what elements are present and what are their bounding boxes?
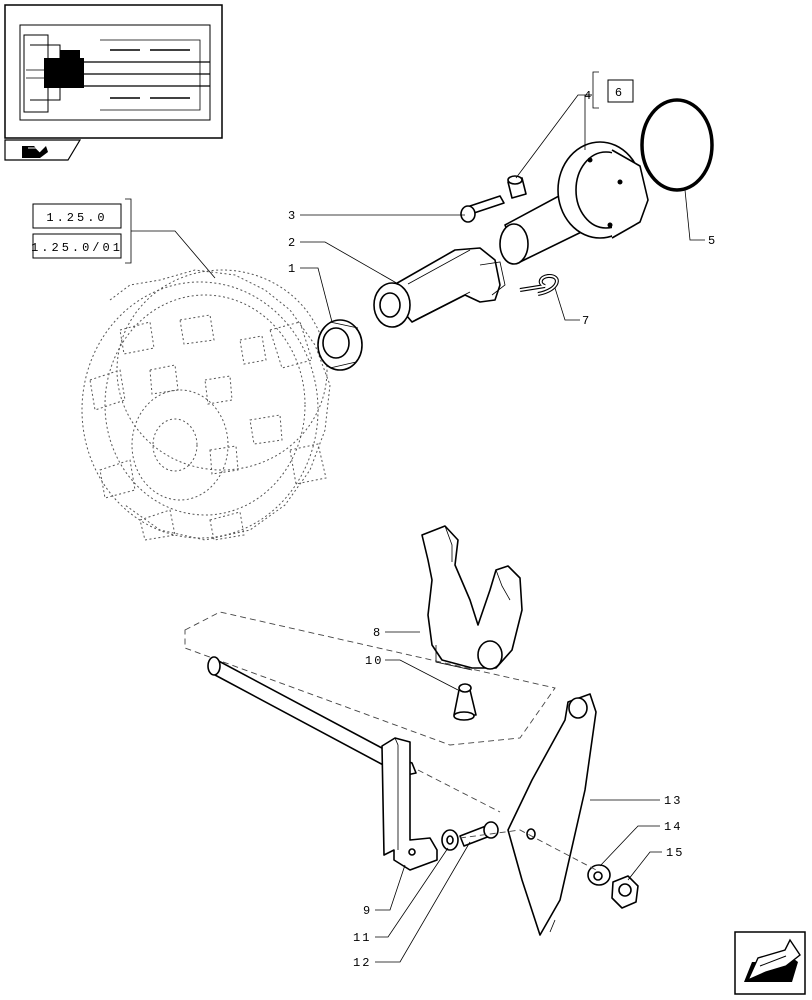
callout-15[interactable]: 15: [666, 846, 684, 860]
callout-13[interactable]: 13: [664, 794, 682, 808]
assembly-axis-line: [417, 769, 601, 873]
assembly-thumbnail[interactable]: [4, 4, 223, 139]
part-4-dowel-pin[interactable]: [507, 175, 527, 199]
reference-group-b: 6: [592, 71, 634, 109]
callout-8[interactable]: 8: [373, 626, 382, 640]
previous-page-arrow-icon: [22, 146, 48, 158]
reference-group-a: 1.25.0 1.25.0/01: [31, 198, 216, 279]
folder-arrow-button[interactable]: [734, 931, 806, 995]
part-2-bearing-sleeve[interactable]: [373, 247, 506, 328]
part-15-nut[interactable]: [611, 875, 639, 909]
part-9-lever[interactable]: [381, 737, 438, 871]
previous-page-button[interactable]: [4, 139, 82, 161]
part-8-release-fork[interactable]: [421, 525, 523, 671]
callout-3[interactable]: 3: [288, 209, 297, 223]
assembly-thumbnail-icon: [19, 24, 211, 121]
part-14-washer[interactable]: [587, 864, 611, 886]
callout-1[interactable]: 1: [288, 262, 297, 276]
callout-12[interactable]: 12: [353, 956, 371, 970]
reference-label-a2: 1.25.0/01: [31, 241, 123, 255]
reference-label-b: 6: [615, 86, 625, 100]
callout-7[interactable]: 7: [582, 314, 591, 328]
part-7-spring-clip[interactable]: [519, 274, 559, 296]
reference-box-b[interactable]: [607, 79, 634, 103]
part-5-o-ring[interactable]: [640, 98, 714, 192]
callout-2[interactable]: 2: [288, 236, 297, 250]
folder-arrow-icon: [744, 938, 801, 982]
part-3-bolt[interactable]: [460, 195, 505, 223]
reference-label-a1: 1.25.0: [46, 211, 107, 225]
part-1-seal-ring[interactable]: [317, 319, 363, 371]
part-11-washer[interactable]: [441, 829, 459, 851]
subassembly-outline: [184, 611, 556, 746]
clutch-assembly-ghost: [81, 269, 331, 541]
callout-14[interactable]: 14: [664, 820, 682, 834]
part-10-set-screw[interactable]: [453, 683, 477, 721]
callout-5[interactable]: 5: [708, 234, 717, 248]
reference-box-a1[interactable]: [32, 203, 122, 229]
callout-4[interactable]: 4: [584, 89, 593, 103]
reference-box-a2[interactable]: [32, 233, 122, 259]
part-13-plate[interactable]: [507, 693, 597, 936]
part-6-guide-tube[interactable]: [499, 141, 649, 265]
callout-9[interactable]: 9: [363, 904, 372, 918]
callout-10[interactable]: 10: [365, 654, 383, 668]
callout-11[interactable]: 11: [353, 931, 371, 945]
